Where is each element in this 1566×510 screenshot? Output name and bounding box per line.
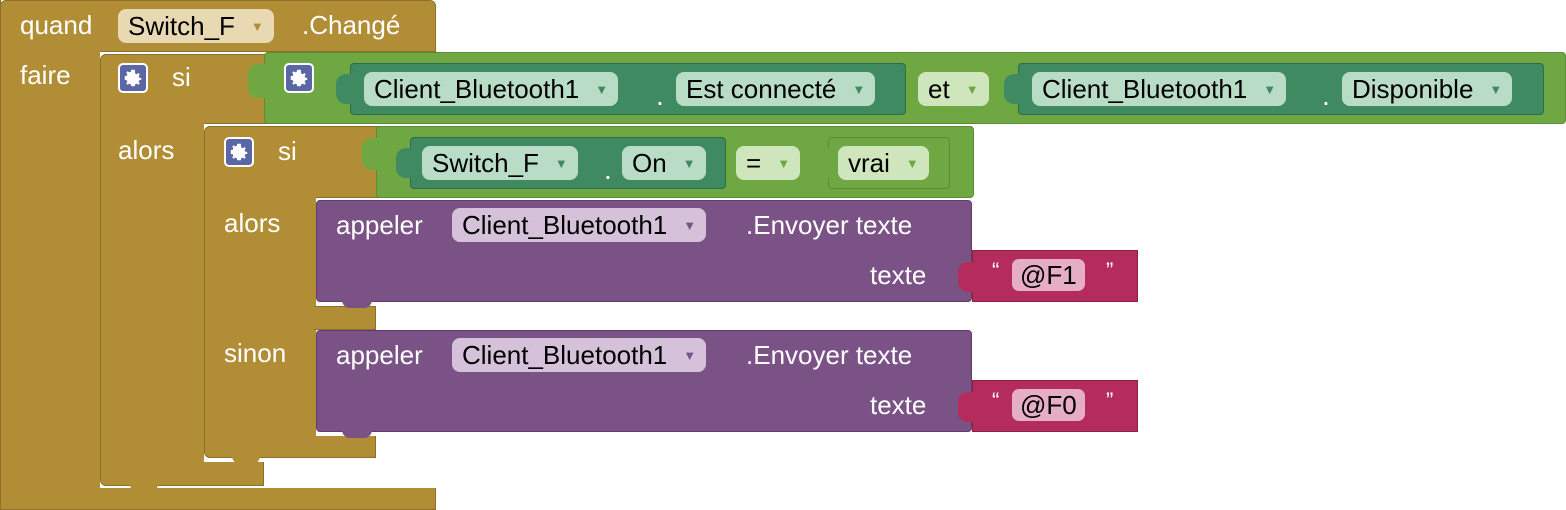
inner-else-label: sinon	[224, 338, 287, 368]
else-text-value: @F0	[1020, 389, 1077, 420]
then-call-method: .Envoyer texte	[746, 210, 913, 240]
else-call-label: appeler	[336, 340, 423, 370]
inner-if-gear-icon[interactable]	[224, 137, 254, 167]
dot-separator: .	[604, 154, 612, 185]
do-label: faire	[20, 60, 71, 90]
triangle-down-icon: ▼	[595, 81, 609, 97]
then-call-component-value: Client_Bluetooth1	[462, 209, 668, 240]
right-component-dropdown[interactable]: Client_Bluetooth1 ▼	[1032, 72, 1287, 106]
outer-if-label: si	[172, 62, 191, 92]
right-property-value: Disponible	[1352, 73, 1474, 104]
event-name: .Changé	[302, 10, 401, 40]
equals-operator-value: =	[746, 147, 762, 178]
triangle-down-icon: ▼	[1489, 81, 1503, 97]
gear-icon	[124, 69, 142, 87]
inner-if-label: si	[278, 136, 297, 166]
open-quote: “	[992, 388, 1000, 413]
else-call-method: .Envoyer texte	[746, 340, 913, 370]
else-call-component-value: Client_Bluetooth1	[462, 339, 668, 370]
and-gear-icon[interactable]	[284, 63, 314, 93]
else-call-arg-label: texte	[870, 390, 927, 420]
then-text-field[interactable]: @F1	[1012, 259, 1085, 291]
switch-component-dropdown[interactable]: Switch_F ▼	[422, 146, 578, 180]
then-call-component-dropdown[interactable]: Client_Bluetooth1 ▼	[452, 208, 707, 242]
close-quote: ”	[1106, 388, 1114, 413]
and-operator-dropdown[interactable]: et ▼	[918, 72, 989, 106]
when-label: quand	[20, 10, 93, 40]
dot-separator: .	[656, 80, 664, 111]
gear-icon	[230, 143, 248, 161]
else-call-component-dropdown[interactable]: Client_Bluetooth1 ▼	[452, 338, 707, 372]
triangle-down-icon: ▼	[682, 155, 696, 171]
else-text-field[interactable]: @F0	[1012, 389, 1085, 421]
outer-then-label: alors	[118, 135, 175, 165]
then-call-arg-label: texte	[870, 260, 927, 290]
open-quote: “	[992, 258, 1000, 283]
right-property-dropdown[interactable]: Disponible ▼	[1342, 72, 1513, 106]
and-operator-value: et	[928, 73, 950, 104]
left-component-value: Client_Bluetooth1	[374, 73, 580, 104]
triangle-down-icon: ▼	[683, 217, 697, 233]
then-text-value: @F1	[1020, 259, 1077, 290]
dot-separator: .	[1322, 80, 1330, 111]
gear-icon	[290, 69, 308, 87]
left-property-dropdown[interactable]: Est connecté ▼	[676, 72, 876, 106]
triangle-down-icon: ▼	[683, 347, 697, 363]
triangle-down-icon: ▼	[965, 81, 979, 97]
equals-operator-dropdown[interactable]: = ▼	[736, 146, 801, 180]
outer-if-gear-icon[interactable]	[118, 63, 148, 93]
inner-then-label: alors	[224, 208, 281, 238]
event-component-value: Switch_F	[128, 10, 235, 41]
triangle-down-icon: ▼	[554, 155, 568, 171]
then-call-label: appeler	[336, 210, 423, 240]
switch-property-value: On	[632, 147, 667, 178]
left-property-value: Est connecté	[686, 73, 837, 104]
triangle-down-icon: ▼	[852, 81, 866, 97]
triangle-down-icon: ▼	[905, 155, 919, 171]
triangle-down-icon: ▼	[250, 18, 264, 34]
triangle-down-icon: ▼	[1263, 81, 1277, 97]
close-quote: ”	[1106, 258, 1114, 283]
event-component-dropdown[interactable]: Switch_F ▼	[118, 9, 274, 43]
triangle-down-icon: ▼	[777, 155, 791, 171]
switch-component-value: Switch_F	[432, 147, 539, 178]
switch-property-dropdown[interactable]: On ▼	[622, 146, 706, 180]
boolean-value: vrai	[848, 147, 890, 178]
boolean-dropdown[interactable]: vrai ▼	[838, 146, 929, 180]
left-component-dropdown[interactable]: Client_Bluetooth1 ▼	[364, 72, 619, 106]
right-component-value: Client_Bluetooth1	[1042, 73, 1248, 104]
